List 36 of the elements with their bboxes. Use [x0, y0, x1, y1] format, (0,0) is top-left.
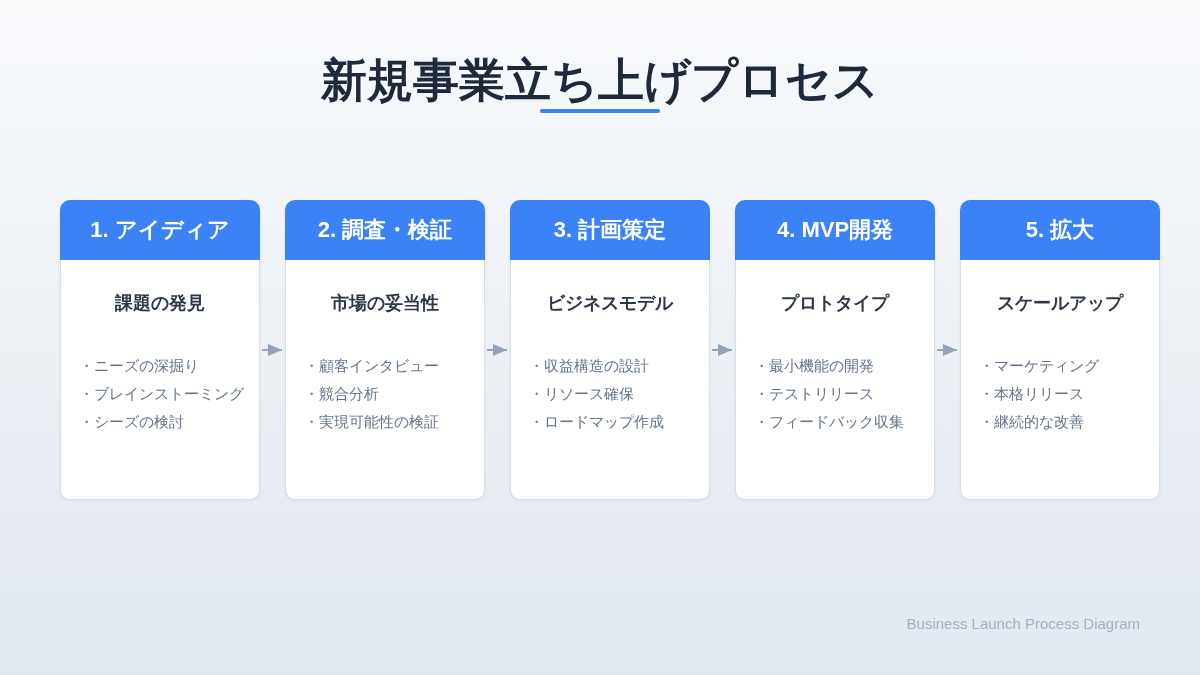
caption: Business Launch Process Diagram: [906, 614, 1140, 634]
step-subheading: ビジネスモデル: [546, 292, 675, 315]
bullet-item: ・実現可能性の検証: [304, 412, 439, 432]
step-header: 2. 調査・検証: [285, 200, 485, 260]
bullet-item: ・ニーズの深掘り: [79, 356, 199, 376]
bullet-item: ・シーズの検討: [79, 412, 184, 432]
process-card: [60, 200, 260, 500]
step-header: 5. 拡大: [960, 200, 1160, 260]
bullet-item: ・ロードマップ作成: [529, 412, 664, 432]
process-card: [960, 200, 1160, 500]
step-subheading: 課題の発見: [114, 292, 206, 315]
step-subheading: プロトタイプ: [780, 292, 891, 315]
bullet-item: ・顧客インタビュー: [304, 356, 439, 376]
bullet-item: ・本格リリース: [979, 384, 1084, 404]
bullet-item: ・収益構造の設計: [529, 356, 649, 376]
bullet-item: ・リソース確保: [529, 384, 634, 404]
arrow: [261, 344, 283, 356]
bullet-item: ・テストリリース: [754, 384, 874, 404]
title: 新規事業立ち上げプロセス: [320, 53, 880, 108]
arrow: [711, 344, 733, 356]
bullet-item: ・ブレインストーミング: [79, 384, 244, 404]
step-header: 3. 計画策定: [510, 200, 710, 260]
process-card: [285, 200, 485, 500]
step-header: 4. MVP開発: [735, 200, 935, 260]
process-card: [735, 200, 935, 500]
bullet-item: ・最小機能の開発: [754, 356, 874, 376]
arrow: [486, 344, 508, 356]
bullet-item: ・継続的な改善: [979, 412, 1084, 432]
step-subheading: 市場の妥当性: [330, 292, 440, 315]
process-card: [510, 200, 710, 500]
arrow: [936, 344, 958, 356]
step-subheading: スケールアップ: [996, 292, 1125, 315]
bullet-item: ・フィードバック収集: [754, 412, 904, 432]
step-header: 1. アイディア: [60, 200, 260, 260]
bullet-item: ・マーケティング: [979, 356, 1099, 376]
bullet-item: ・競合分析: [304, 384, 379, 404]
